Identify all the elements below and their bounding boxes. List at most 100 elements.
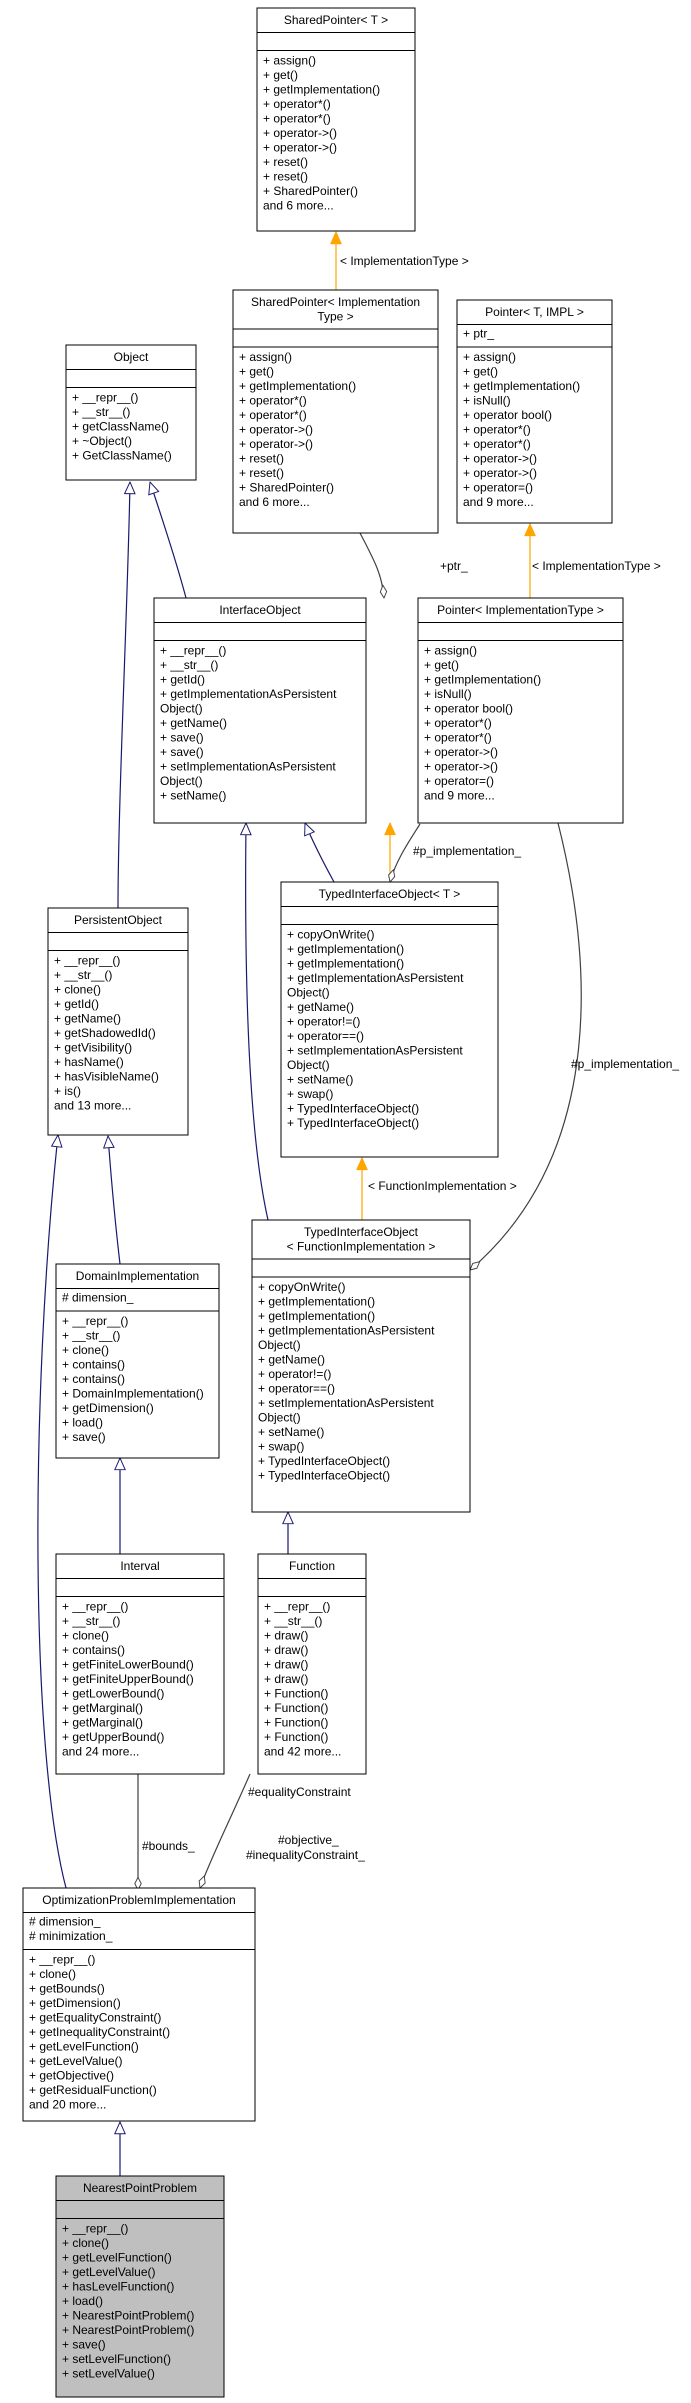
class-attribute: # dimension_ [62,1291,134,1305]
class-method: + Function() [264,1687,328,1701]
class-method: + __str__() [160,658,218,672]
class-title: InterfaceObject [219,603,301,617]
edge-label-impl-type-2: < ImplementationType > [532,559,661,573]
class-method: and 42 more... [264,1745,341,1759]
class-method: + clone() [29,1967,76,1981]
class-method: + getLevelFunction() [29,2040,139,2054]
edge-tio-fi-to-iface [246,823,269,1221]
edge-label-p-impl-1: #p_implementation_ [413,844,521,858]
class-method: + SharedPointer() [263,184,358,198]
class-method: + hasLevelFunction() [62,2280,174,2294]
edge-label-ineq-constraint: #inequalityConstraint_ [246,1848,365,1862]
class-interval[interactable]: Interval+ __repr__()+ __str__()+ clone()… [55,1553,225,1775]
class-title: SharedPointer< Implementation [251,295,420,309]
edge-optprob-to-persist [37,1135,67,1889]
class-function[interactable]: Function+ __repr__()+ __str__()+ draw()+… [257,1553,367,1775]
class-method: + operator*() [239,408,307,422]
class-method: + __str__() [264,1614,322,1628]
class-method: + setName() [258,1425,324,1439]
class-method: + clone() [62,1629,109,1643]
class-box [47,907,189,1136]
class-method: + clone() [54,983,101,997]
class-box [22,1887,256,2122]
class-method: and 20 more... [29,2098,106,2112]
class-method: + get() [263,68,298,82]
edge-label-ptr: +ptr_ [440,559,468,573]
class-title: Object [114,350,149,364]
class-method: + GetClassName() [72,449,172,463]
class-method: + __str__() [62,1614,120,1628]
class-box [232,289,439,534]
class-method: + isNull() [424,687,472,701]
class-tio-fi[interactable]: TypedInterfaceObject< FunctionImplementa… [251,1219,471,1513]
edge-label-impl-type-1: < ImplementationType > [340,254,469,268]
class-sp-impl[interactable]: SharedPointer< ImplementationType >+ ass… [232,289,439,534]
class-method: + __repr__() [264,1600,330,1614]
edge-label-bounds: #bounds_ [142,1839,195,1853]
class-method: + operator->() [263,141,337,155]
class-object[interactable]: Object+ __repr__()+ __str__()+ getClassN… [65,344,197,481]
class-method: + getObjective() [29,2069,114,2083]
class-title: PersistentObject [74,913,163,927]
class-ifaceobj[interactable]: InterfaceObject + __repr__()+ __str__() + … [153,597,367,824]
class-method: + __repr__() [29,1953,95,1967]
class-title: Pointer< T, IMPL > [485,305,584,319]
class-method: and 9 more... [463,495,534,509]
class-sp-t[interactable]: SharedPointer< T >+ assign()+ get()+ get… [256,7,416,232]
class-method: + getName() [287,1000,354,1014]
class-box [153,597,367,824]
class-box [55,1553,225,1775]
class-method: + operator*() [424,716,492,730]
class-method: + operator->() [239,423,313,437]
class-method: + getShadowedId() [54,1026,156,1040]
class-method: + clone() [62,1343,109,1357]
relationship-edges [37,232,582,2176]
class-box [65,344,197,481]
class-method: + swap() [287,1087,333,1101]
class-title: OptimizationProblemImplementation [42,1893,235,1907]
class-method: + __repr__() [160,644,226,658]
class-method: + __repr__() [54,954,120,968]
class-title: DomainImplementation [76,1269,199,1283]
class-domimpl[interactable]: DomainImplementation# dimension_+ __repr… [55,1263,220,1459]
class-method: + TypedInterfaceObject() [258,1454,390,1468]
edge-label-func-impl: < FunctionImplementation > [368,1179,517,1193]
class-method: + get() [424,658,459,672]
class-ptr-t[interactable]: Pointer< T, IMPL >+ ptr_+ assign()+ get(… [456,299,613,524]
class-title: < FunctionImplementation > [287,1240,436,1254]
class-method: + getImplementationAsPersistent [160,687,337,701]
class-method: + __str__() [54,968,112,982]
class-title: NearestPointProblem [83,2181,197,2195]
class-method: + operator==() [258,1382,335,1396]
class-tio-t[interactable]: TypedInterfaceObject< T >+ copyOnWrite()… [280,881,499,1158]
class-method: + DomainImplementation() [62,1387,204,1401]
class-nodes: SharedPointer< T >+ assign()+ get()+ get… [22,7,624,2398]
class-method: + getId() [54,997,99,1011]
class-method: + operator*() [463,423,531,437]
class-method: + __repr__() [62,1600,128,1614]
class-method: + setName() [287,1073,353,1087]
edge-p-impl-usage-2 [470,822,582,1270]
class-box [257,1553,367,1775]
class-nearest[interactable]: NearestPointProblem+ __repr__()+ clone()… [55,2175,225,2398]
class-method: + getBounds() [29,1982,105,1996]
class-method: + operator->() [424,745,498,759]
class-method: + getImplementation() [424,673,541,687]
class-ptr-impl[interactable]: Pointer< ImplementationType >+ assign()+… [417,597,624,824]
class-method: + contains() [62,1358,125,1372]
edge-constraint-usage [200,1773,251,1888]
class-method: + getImplementation() [463,379,580,393]
class-persist[interactable]: PersistentObject+ __repr__()+ __str__()+… [47,907,189,1136]
class-method: + setLevelFunction() [62,2352,171,2366]
class-method: + TypedInterfaceObject() [258,1469,390,1483]
class-method: + operator->() [239,437,313,451]
class-box [251,1219,471,1513]
class-box [256,7,416,232]
class-title: Pointer< ImplementationType > [437,603,604,617]
class-method: + operator=() [424,774,494,788]
class-method: + operator*() [424,731,492,745]
class-method: + getImplementation() [287,957,404,971]
class-method: + operator*() [263,97,331,111]
class-method: + isNull() [463,394,511,408]
class-optprob[interactable]: OptimizationProblemImplementation# dimen… [22,1887,256,2122]
